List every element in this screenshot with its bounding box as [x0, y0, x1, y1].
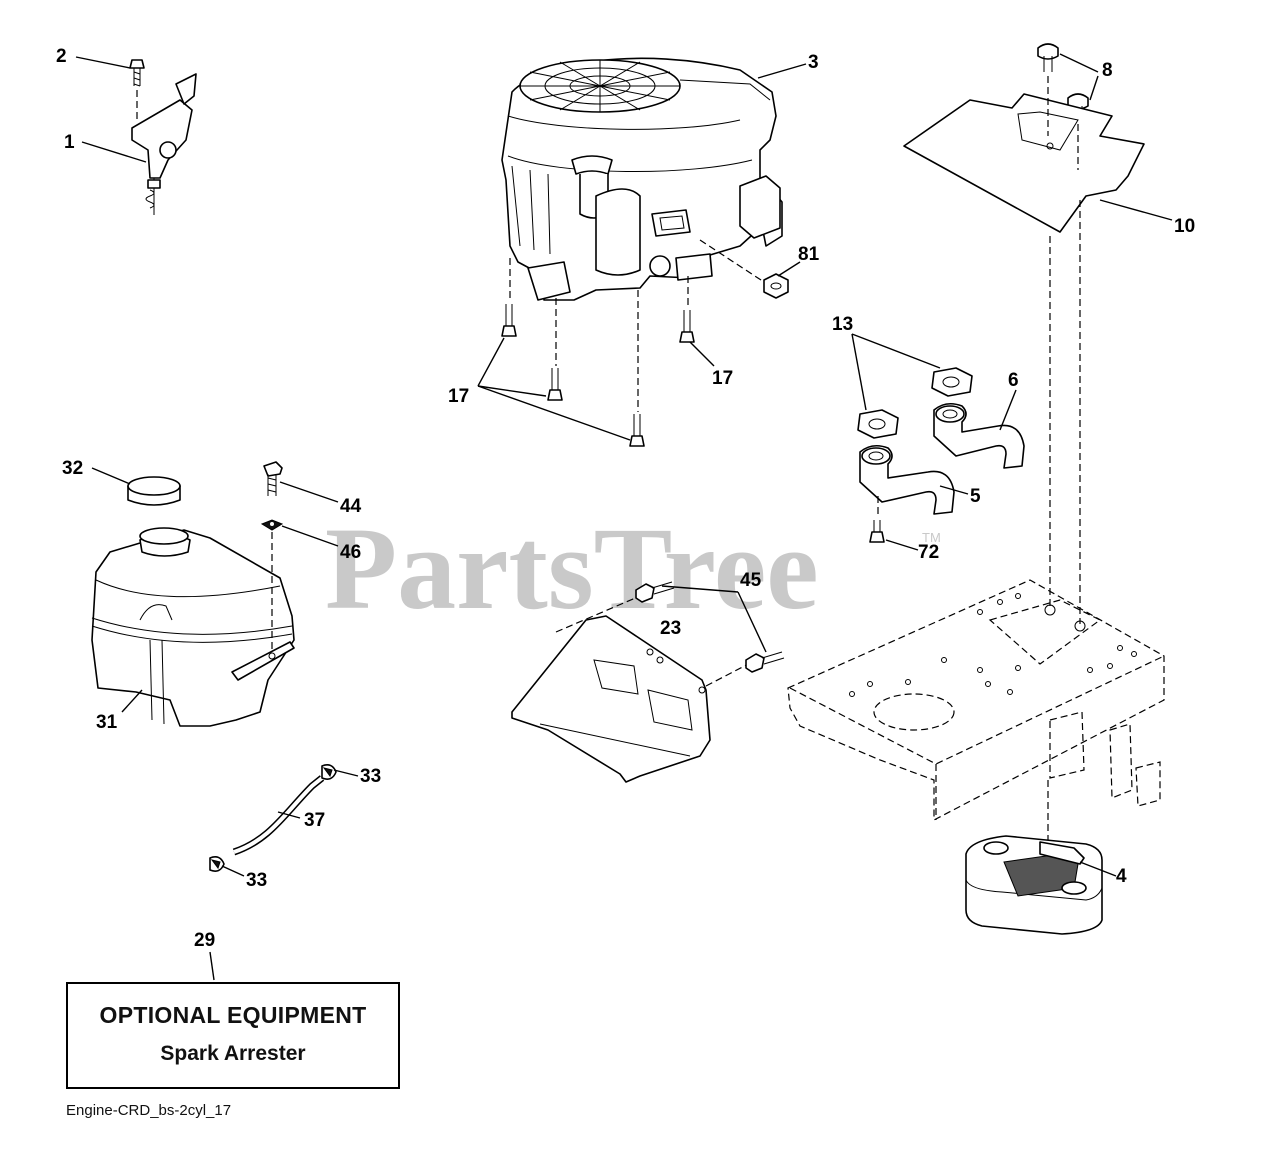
callout-17-left: 17 — [448, 386, 469, 407]
callout-29: 29 — [194, 930, 215, 951]
callout-4: 4 — [1116, 866, 1127, 887]
part-engine — [501, 57, 783, 301]
part-bolt-2 — [129, 59, 145, 87]
optional-equipment-title: OPTIONAL EQUIPMENT — [99, 1002, 367, 1028]
callout-46: 46 — [340, 542, 361, 563]
part-knob-screws-8 — [1037, 43, 1089, 122]
callout-8: 8 — [1102, 60, 1113, 81]
callout-44: 44 — [340, 496, 362, 517]
part-bracket-plate-23 — [511, 615, 711, 783]
callout-17-right: 17 — [712, 368, 733, 389]
part-throttle-bracket — [131, 73, 197, 215]
callout-33-bottom: 33 — [246, 870, 267, 891]
part-fuel-cap-32 — [127, 476, 181, 506]
callout-6: 6 — [1008, 370, 1019, 391]
part-heat-shield-10 — [903, 93, 1145, 233]
callout-23: 23 — [660, 618, 681, 639]
part-nut-81 — [763, 273, 789, 299]
part-fuel-tank-31 — [91, 527, 295, 727]
callout-45: 45 — [740, 570, 762, 591]
part-bolt-72 — [869, 520, 885, 543]
optional-equipment-box: OPTIONAL EQUIPMENT Spark Arrester — [66, 982, 400, 1089]
callout-2: 2 — [56, 46, 67, 67]
part-exhaust-pipe-6 — [933, 402, 1025, 469]
part-gaskets-13 — [857, 367, 973, 439]
part-fuel-hose-37 — [232, 775, 325, 856]
callout-72: 72 — [918, 542, 939, 563]
part-exhaust-pipe-5 — [859, 444, 955, 515]
trademark-mark: TM — [922, 530, 941, 545]
part-hose-clamps-33 — [209, 764, 337, 872]
part-bolts-17 — [501, 304, 695, 447]
callout-13: 13 — [832, 314, 853, 335]
callout-37: 37 — [304, 810, 325, 831]
callout-5: 5 — [970, 486, 981, 507]
part-screw-44 — [263, 461, 283, 496]
part-muffler-4 — [965, 835, 1103, 935]
callout-32: 32 — [62, 458, 83, 479]
part-washer-46 — [260, 519, 284, 531]
callout-1: 1 — [64, 132, 75, 153]
partstree-watermark: PartsTree — [325, 503, 819, 634]
part-screws-45 — [635, 581, 785, 673]
callout-81: 81 — [798, 244, 820, 265]
part-frame-plate — [787, 579, 1165, 821]
callout-33-top: 33 — [360, 766, 381, 787]
diagram-caption: Engine-CRD_bs-2cyl_17 — [66, 1102, 232, 1119]
callout-3: 3 — [808, 52, 819, 73]
callout-31: 31 — [96, 712, 118, 733]
callout-10: 10 — [1174, 216, 1195, 237]
spark-arrester-label: Spark Arrester — [160, 1042, 306, 1065]
